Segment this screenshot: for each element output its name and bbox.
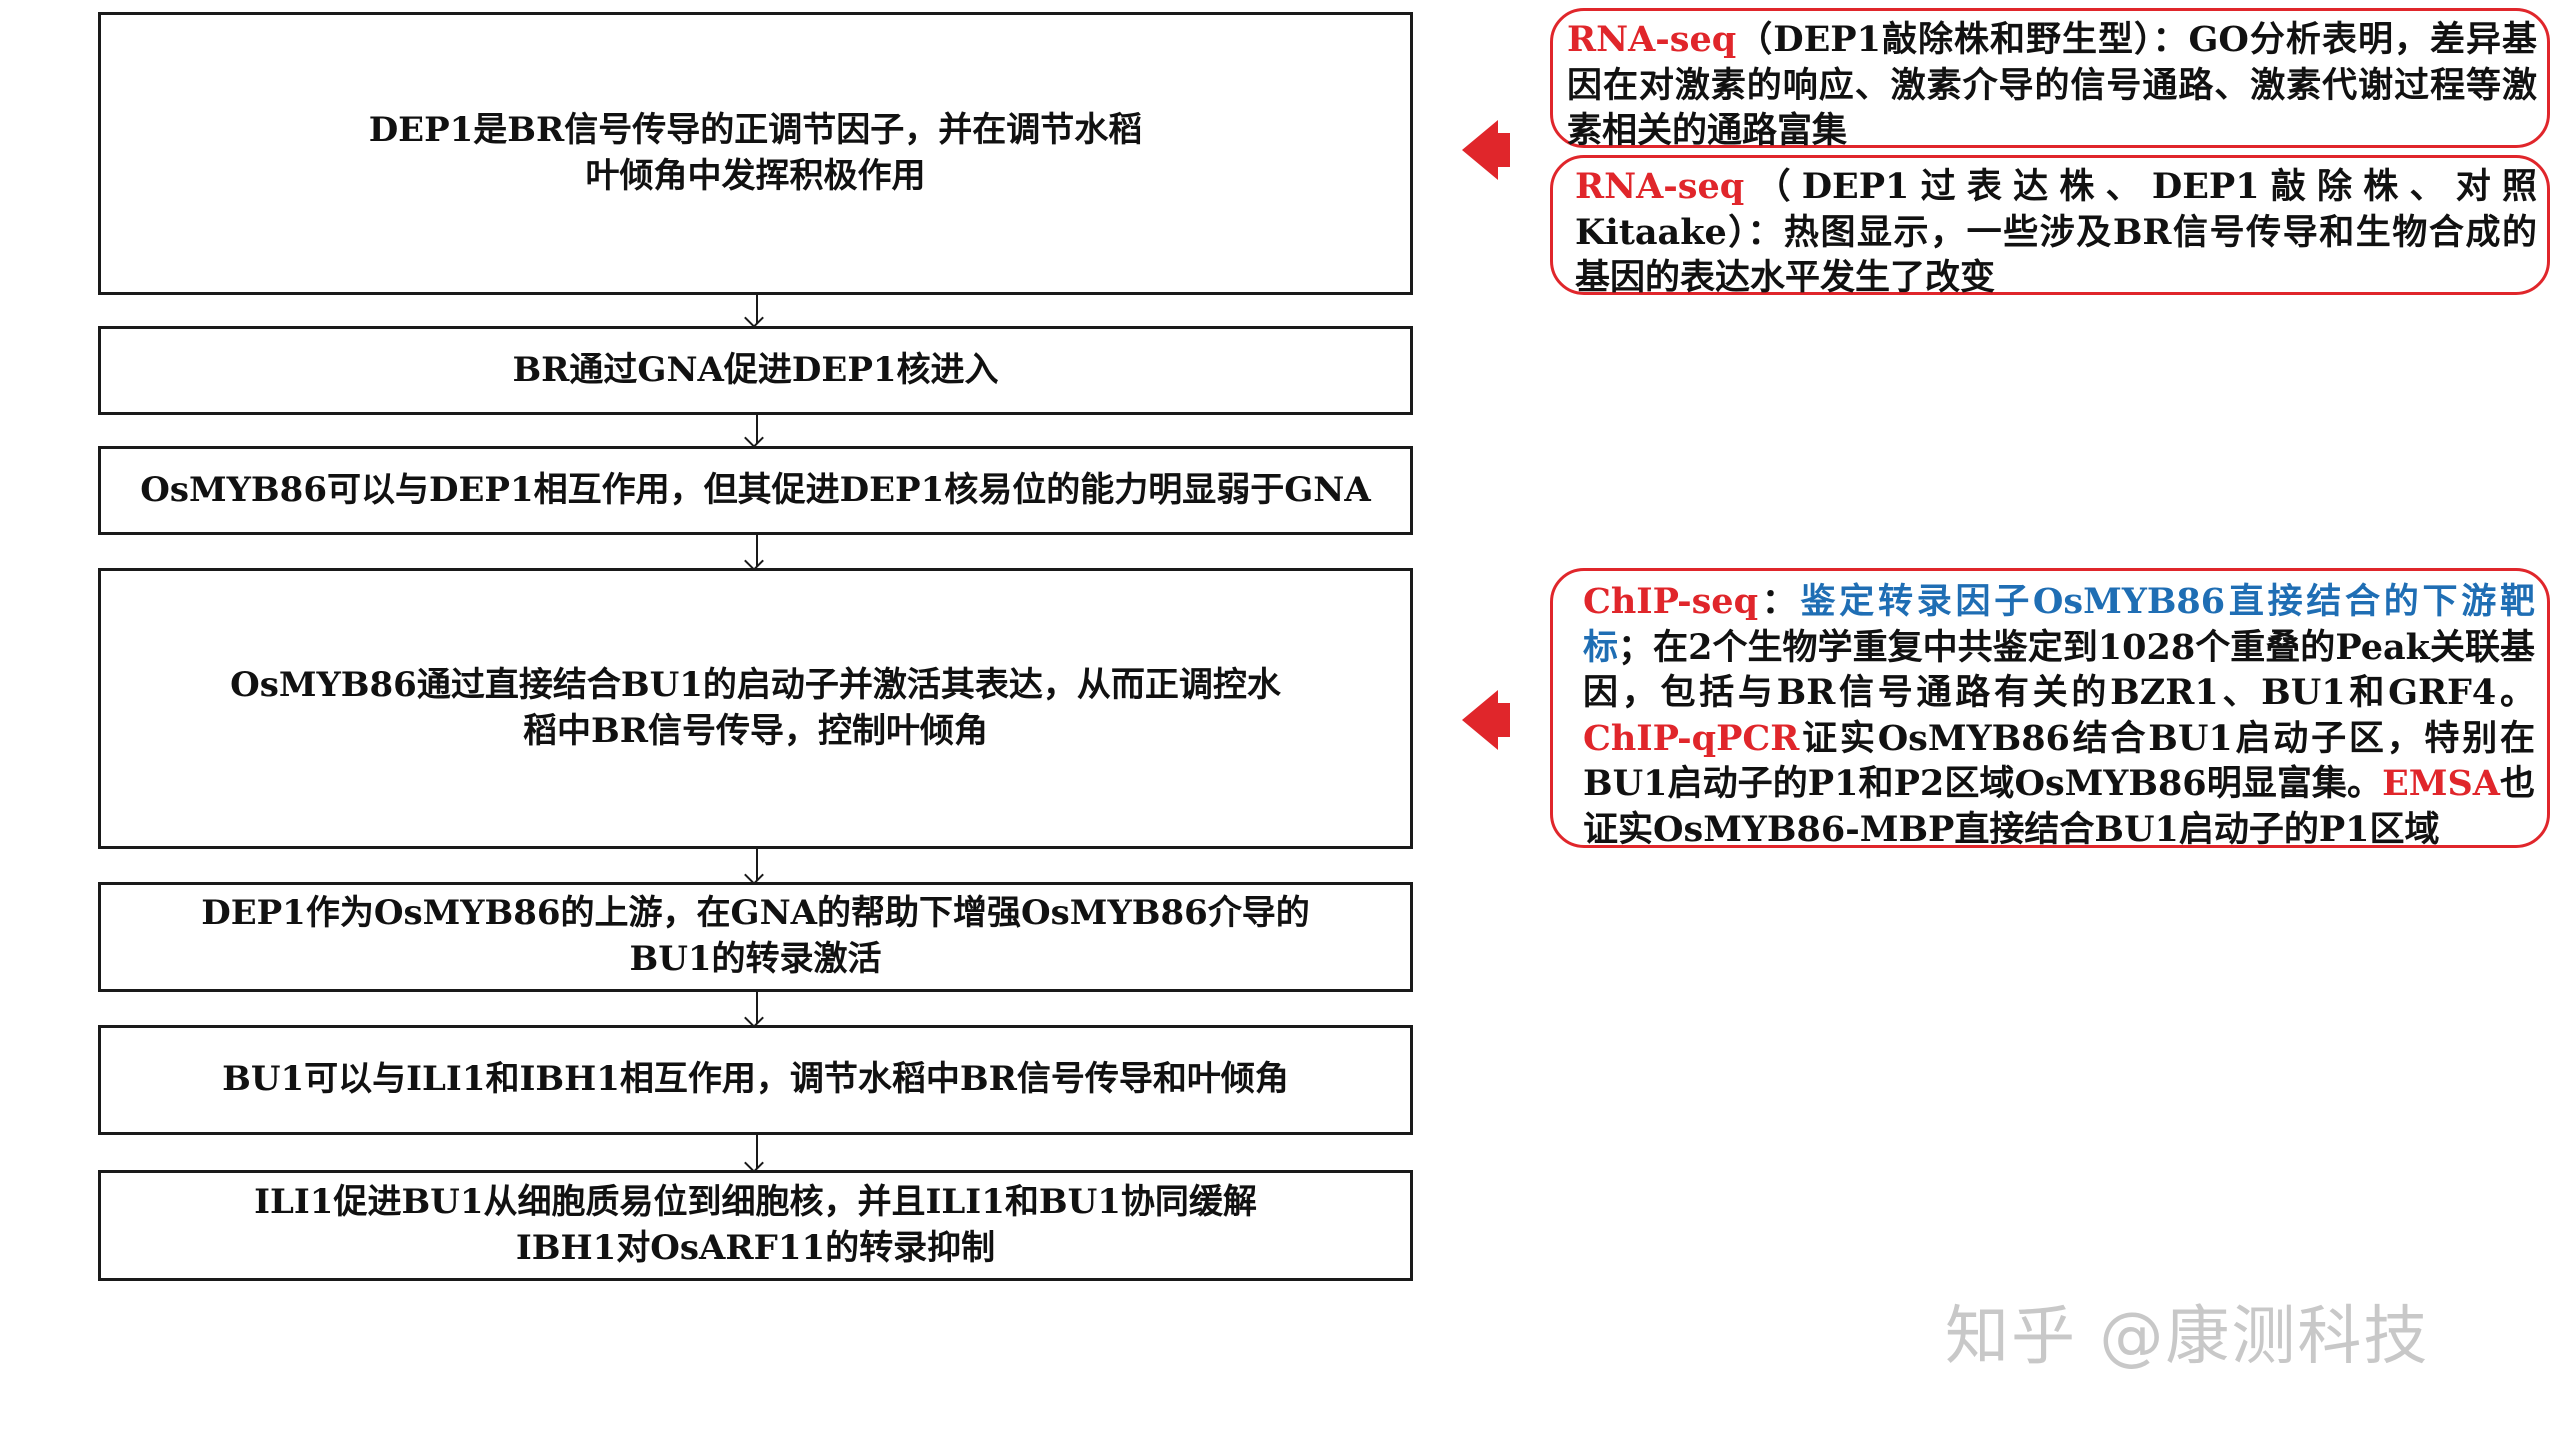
note-chip-seq: ChIP-seq：鉴定转录因子OsMYB86直接结合的下游靶标；在2个生物学重复… xyxy=(1550,568,2550,850)
note-chip-qpcr-text: 证实OsMYB86结合BU1启动子区，特别在BU1启动子的P1和P2区域OsMY… xyxy=(1583,717,2535,805)
flow-step-1-line-1: DEP1是BR信号传导的正调节因子，并在调节水稻 xyxy=(368,109,1143,150)
flow-arrow xyxy=(744,849,769,885)
flow-step-6-line-1: BU1可以与ILI1和IBH1相互作用，调节水稻中BR信号传导和叶倾角 xyxy=(222,1059,1289,1100)
flow-step-6: BU1可以与ILI1和IBH1相互作用，调节水稻中BR信号传导和叶倾角 xyxy=(98,1025,1413,1135)
note-emsa-label: EMSA xyxy=(2382,763,2500,804)
flow-step-3: OsMYB86可以与DEP1相互作用，但其促进DEP1核易位的能力明显弱于GNA xyxy=(98,446,1413,535)
flow-step-5-line-2: BU1的转录激活 xyxy=(629,939,882,979)
note-rnaseq-overexpression-label: RNA-seq xyxy=(1575,166,1745,207)
note-rnaseq-knockout-text: （DEP1敲除株和野生型）：GO分析表明，差异基因在对激素的响应、激素介导的信号… xyxy=(1567,19,2537,151)
flow-step-1: DEP1是BR信号传导的正调节因子，并在调节水稻 叶倾角中发挥积极作用 xyxy=(98,12,1413,295)
flow-step-4: OsMYB86通过直接结合BU1的启动子并激活其表达，从而正调控水 稻中BR信号… xyxy=(98,568,1413,849)
flow-step-5-line-1: DEP1作为OsMYB86的上游，在GNA的帮助下增强OsMYB86介导的 xyxy=(201,893,1310,934)
flow-arrow xyxy=(744,992,769,1028)
flow-arrow xyxy=(744,1135,769,1173)
note-emsa-text: 也证实OsMYB86-MBP直接结合BU1启动子的P1区域 xyxy=(1583,763,2535,850)
note-rnaseq-knockout: RNA-seq（DEP1敲除株和野生型）：GO分析表明，差异基因在对激素的响应、… xyxy=(1550,8,2550,151)
flow-step-5: DEP1作为OsMYB86的上游，在GNA的帮助下增强OsMYB86介导的 BU… xyxy=(98,882,1413,992)
note-rnaseq-overexpression-text: （DEP1过表达株、DEP1敲除株、对照Kitaake）：热图显示，一些涉及BR… xyxy=(1575,166,2537,298)
note-rnaseq-overexpression: RNA-seq（DEP1过表达株、DEP1敲除株、对照Kitaake）：热图显示… xyxy=(1550,155,2550,298)
note-chip-seq-text: ；在2个生物学重复中共鉴定到1028个重叠的Peak关联基因，包括与BR信号通路… xyxy=(1583,626,2535,714)
note-chip-qpcr-label: ChIP-qPCR xyxy=(1583,717,1800,759)
note-rnaseq-knockout-label: RNA-seq xyxy=(1567,19,1737,60)
flow-arrow xyxy=(744,295,769,328)
flow-step-2-line-1: BR通过GNA促进DEP1核进入 xyxy=(512,349,999,390)
note-chip-seq-highlight: 鉴定转录因子OsMYB86直接结合的下游靶标 xyxy=(1583,581,2535,668)
flow-step-7-line-1: ILI1促进BU1从细胞质易位到细胞核，并且ILI1和BU1协同缓解 xyxy=(254,1181,1257,1222)
flow-arrow xyxy=(744,415,769,448)
flow-step-7: ILI1促进BU1从细胞质易位到细胞核，并且ILI1和BU1协同缓解 IBH1对… xyxy=(98,1170,1413,1281)
flow-arrow xyxy=(744,535,769,571)
flow-step-2: BR通过GNA促进DEP1核进入 xyxy=(98,326,1413,415)
flow-step-1-line-2: 叶倾角中发挥积极作用 xyxy=(585,155,926,196)
flow-step-4-line-1: OsMYB86通过直接结合BU1的启动子并激活其表达，从而正调控水 xyxy=(230,664,1281,705)
note-chip-seq-colon: ： xyxy=(1758,581,1801,622)
watermark: 知乎 @康测科技 xyxy=(1945,1300,2430,1374)
flow-step-3-line-1: OsMYB86可以与DEP1相互作用，但其促进DEP1核易位的能力明显弱于GNA xyxy=(140,469,1371,510)
note-chip-seq-label: ChIP-seq xyxy=(1583,581,1759,622)
flow-step-7-line-2: IBH1对OsARF11的转录抑制 xyxy=(515,1227,996,1268)
flow-step-4-line-2: 稻中BR信号传导，控制叶倾角 xyxy=(522,710,988,751)
